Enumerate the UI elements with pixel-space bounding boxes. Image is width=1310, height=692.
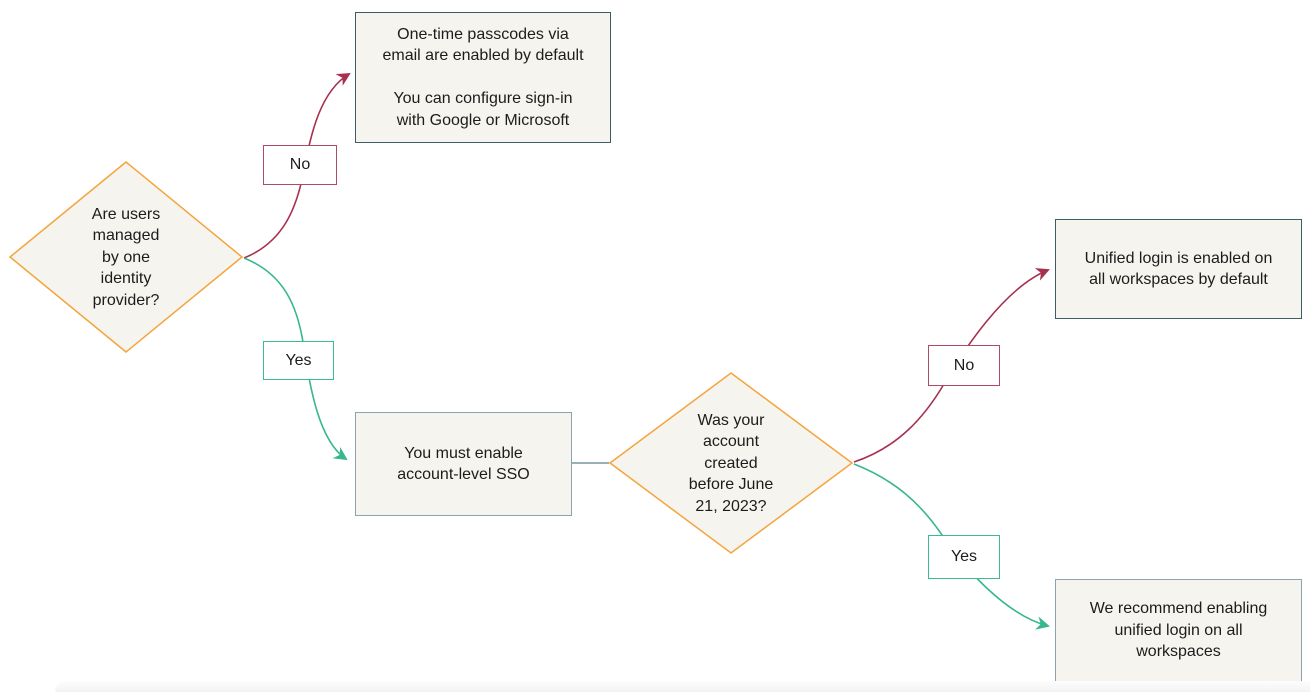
decision-users-managed-shape (8, 161, 244, 353)
decision-users-managed-text: Are users managed by one identity provid… (91, 205, 161, 309)
decision-account-created-text: Was your account created before June 21,… (688, 411, 774, 515)
edge-label-yes-1: Yes (263, 341, 334, 380)
edge-label-no-1: No (263, 145, 337, 185)
outcome-recommend-unified-login: We recommend enabling unified login on a… (1055, 579, 1302, 682)
edge-label-yes-2: Yes (928, 535, 1000, 579)
next-section-edge (55, 681, 1310, 692)
edge-label-no-2: No (928, 345, 1000, 386)
decision-account-created-shape (608, 372, 854, 554)
outcome-enable-sso: You must enable account-level SSO (355, 412, 572, 516)
outcome-one-time-passcodes: One-time passcodes via email are enabled… (355, 12, 611, 143)
outcome-unified-login-default: Unified login is enabled on all workspac… (1055, 219, 1302, 319)
